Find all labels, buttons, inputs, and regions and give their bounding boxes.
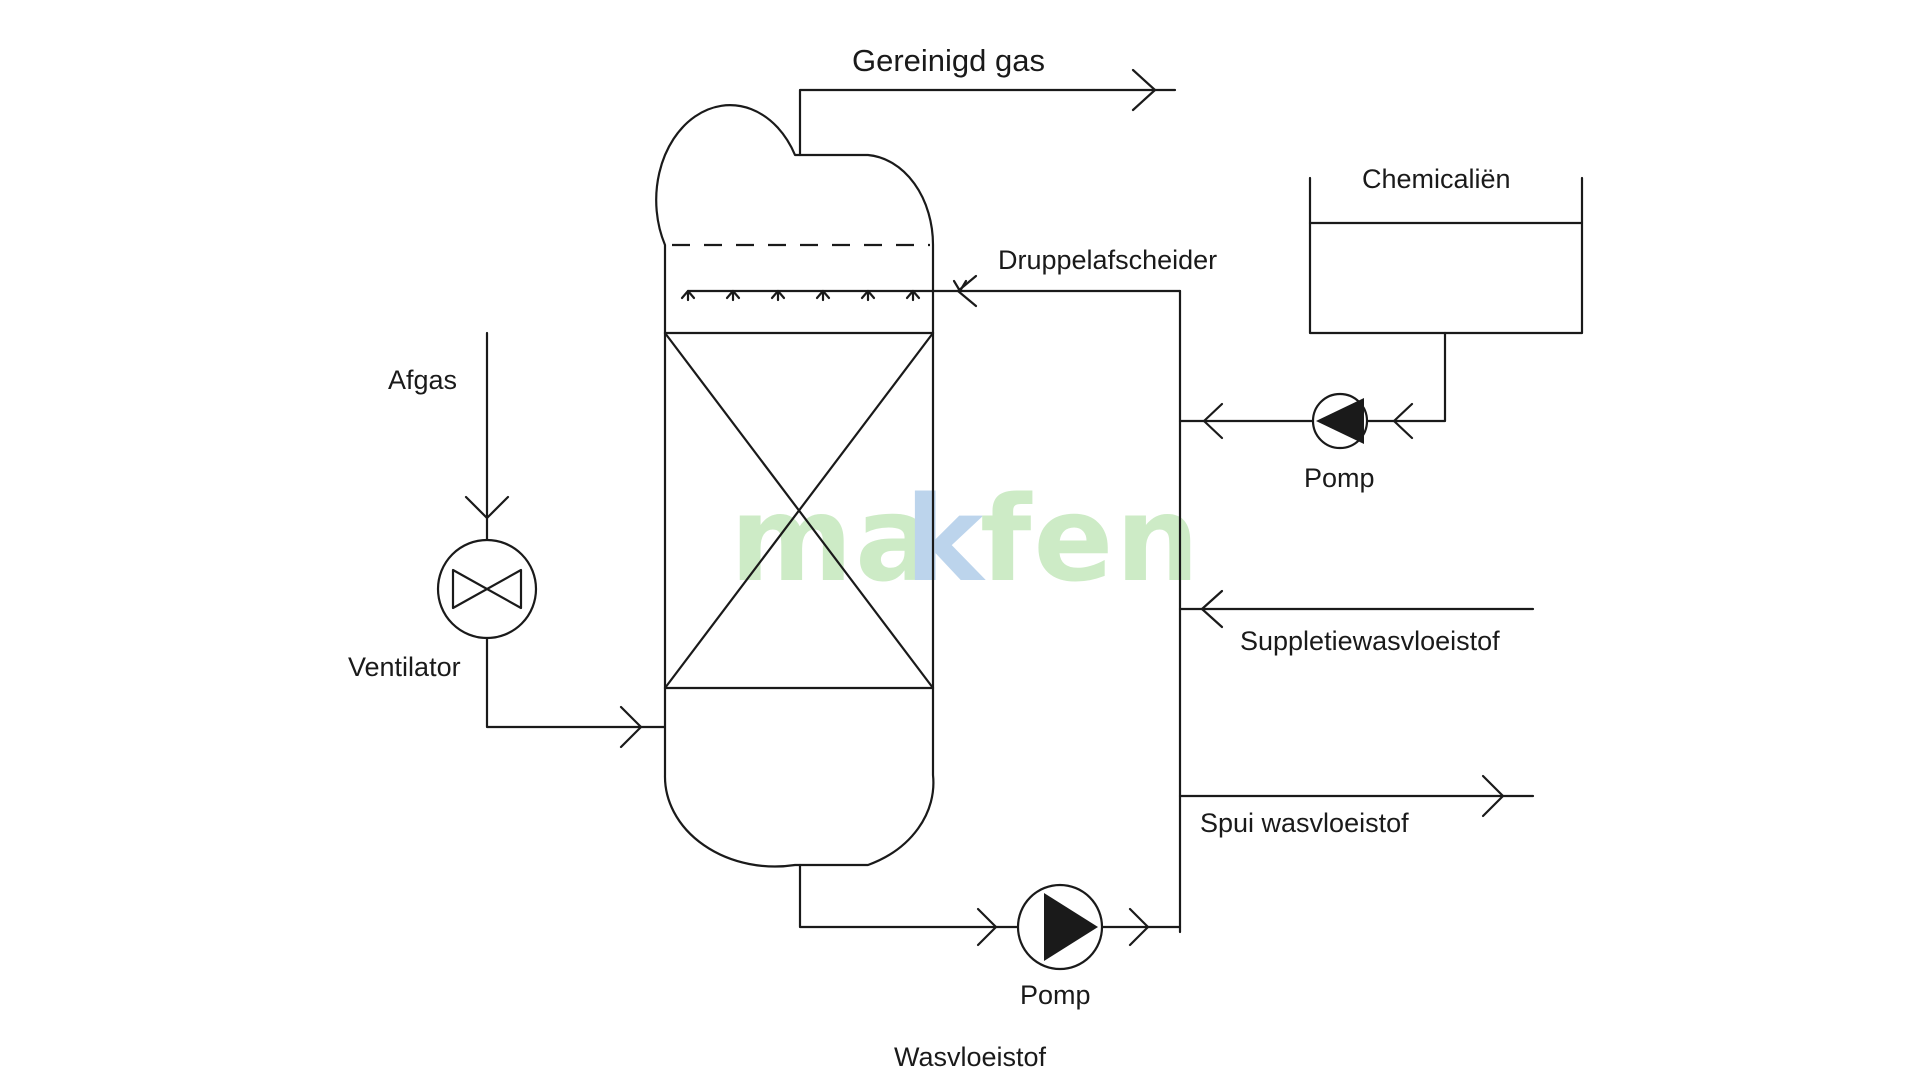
sump-outlet-pipe [798, 863, 1182, 929]
scrubbing-liquid-label: Wasvloeistof [894, 1042, 1047, 1072]
nozzle-icon [725, 289, 741, 302]
makeup-liquid-label: Suppletiewasvloeistof [1240, 626, 1500, 656]
purified-gas-outlet: Gereinigd gas [798, 43, 1177, 157]
chemicals-dosing-pipe [1178, 331, 1447, 423]
bleed-liquid-label: Spui wasvloeistof [1200, 808, 1409, 838]
pump-triangle-icon [1044, 893, 1098, 961]
purified-gas-arrow-icon [1131, 68, 1157, 112]
fan-label: Ventilator [348, 652, 461, 682]
nozzle-icon [905, 289, 921, 302]
discharge-arrow-icon [1128, 907, 1150, 947]
makeup-liquid-inlet: Suppletiewasvloeistof [1178, 589, 1535, 656]
tank-body [1308, 176, 1584, 335]
makeup-arrow-icon [1200, 589, 1224, 629]
dosing-arrow-icon [1392, 402, 1414, 440]
dosing-pump-label: Pomp [1304, 463, 1375, 493]
off-gas-arrow-icon [464, 495, 510, 520]
off-gas-label: Afgas [388, 365, 457, 395]
pump-triangle-icon [1316, 398, 1364, 444]
nozzle-icon [815, 289, 831, 302]
watermark-text-right: fen [980, 470, 1201, 608]
chemicals-label: Chemicaliën [1362, 164, 1511, 194]
nozzle-icon [860, 289, 876, 302]
dosing-arrow-icon [1202, 402, 1224, 440]
spray-nozzles [680, 289, 921, 302]
column-vessel [655, 104, 935, 868]
spray-arrow-icon [952, 279, 968, 293]
spray-inlet-arrow-icon [956, 274, 978, 308]
off-gas-inlet: Afgas Ventilator [348, 331, 667, 749]
circulation-pump-label: Pomp [1020, 980, 1091, 1010]
nozzle-icon [680, 289, 696, 302]
nozzle-icon [770, 289, 786, 302]
fan-discharge-pipe [485, 636, 667, 729]
spray-header [680, 274, 1182, 308]
watermark-text-k: k [905, 470, 986, 608]
scrubber-column [655, 104, 935, 868]
gas-inlet-arrow-icon [619, 705, 643, 749]
recirculation-loop: Pomp Wasvloeistof [798, 863, 1182, 1072]
watermark: ma k fen [730, 470, 1201, 608]
chemicals-tank: Chemicaliën [1178, 164, 1584, 440]
packing-cross-line-2 [663, 331, 935, 690]
suction-arrow-icon [976, 907, 998, 947]
bleed-arrow-icon [1481, 774, 1505, 818]
watermark-text-left: ma [730, 470, 937, 608]
dosing-pump: Pomp [1304, 392, 1375, 493]
fan-bowtie-icon [451, 568, 523, 610]
mist-eliminator-label: Druppelafscheider [998, 245, 1217, 275]
purified-gas-pipe [798, 88, 1177, 157]
bleed-liquid-outlet: Spui wasvloeistof [1178, 774, 1535, 838]
purified-gas-label: Gereinigd gas [852, 43, 1045, 78]
